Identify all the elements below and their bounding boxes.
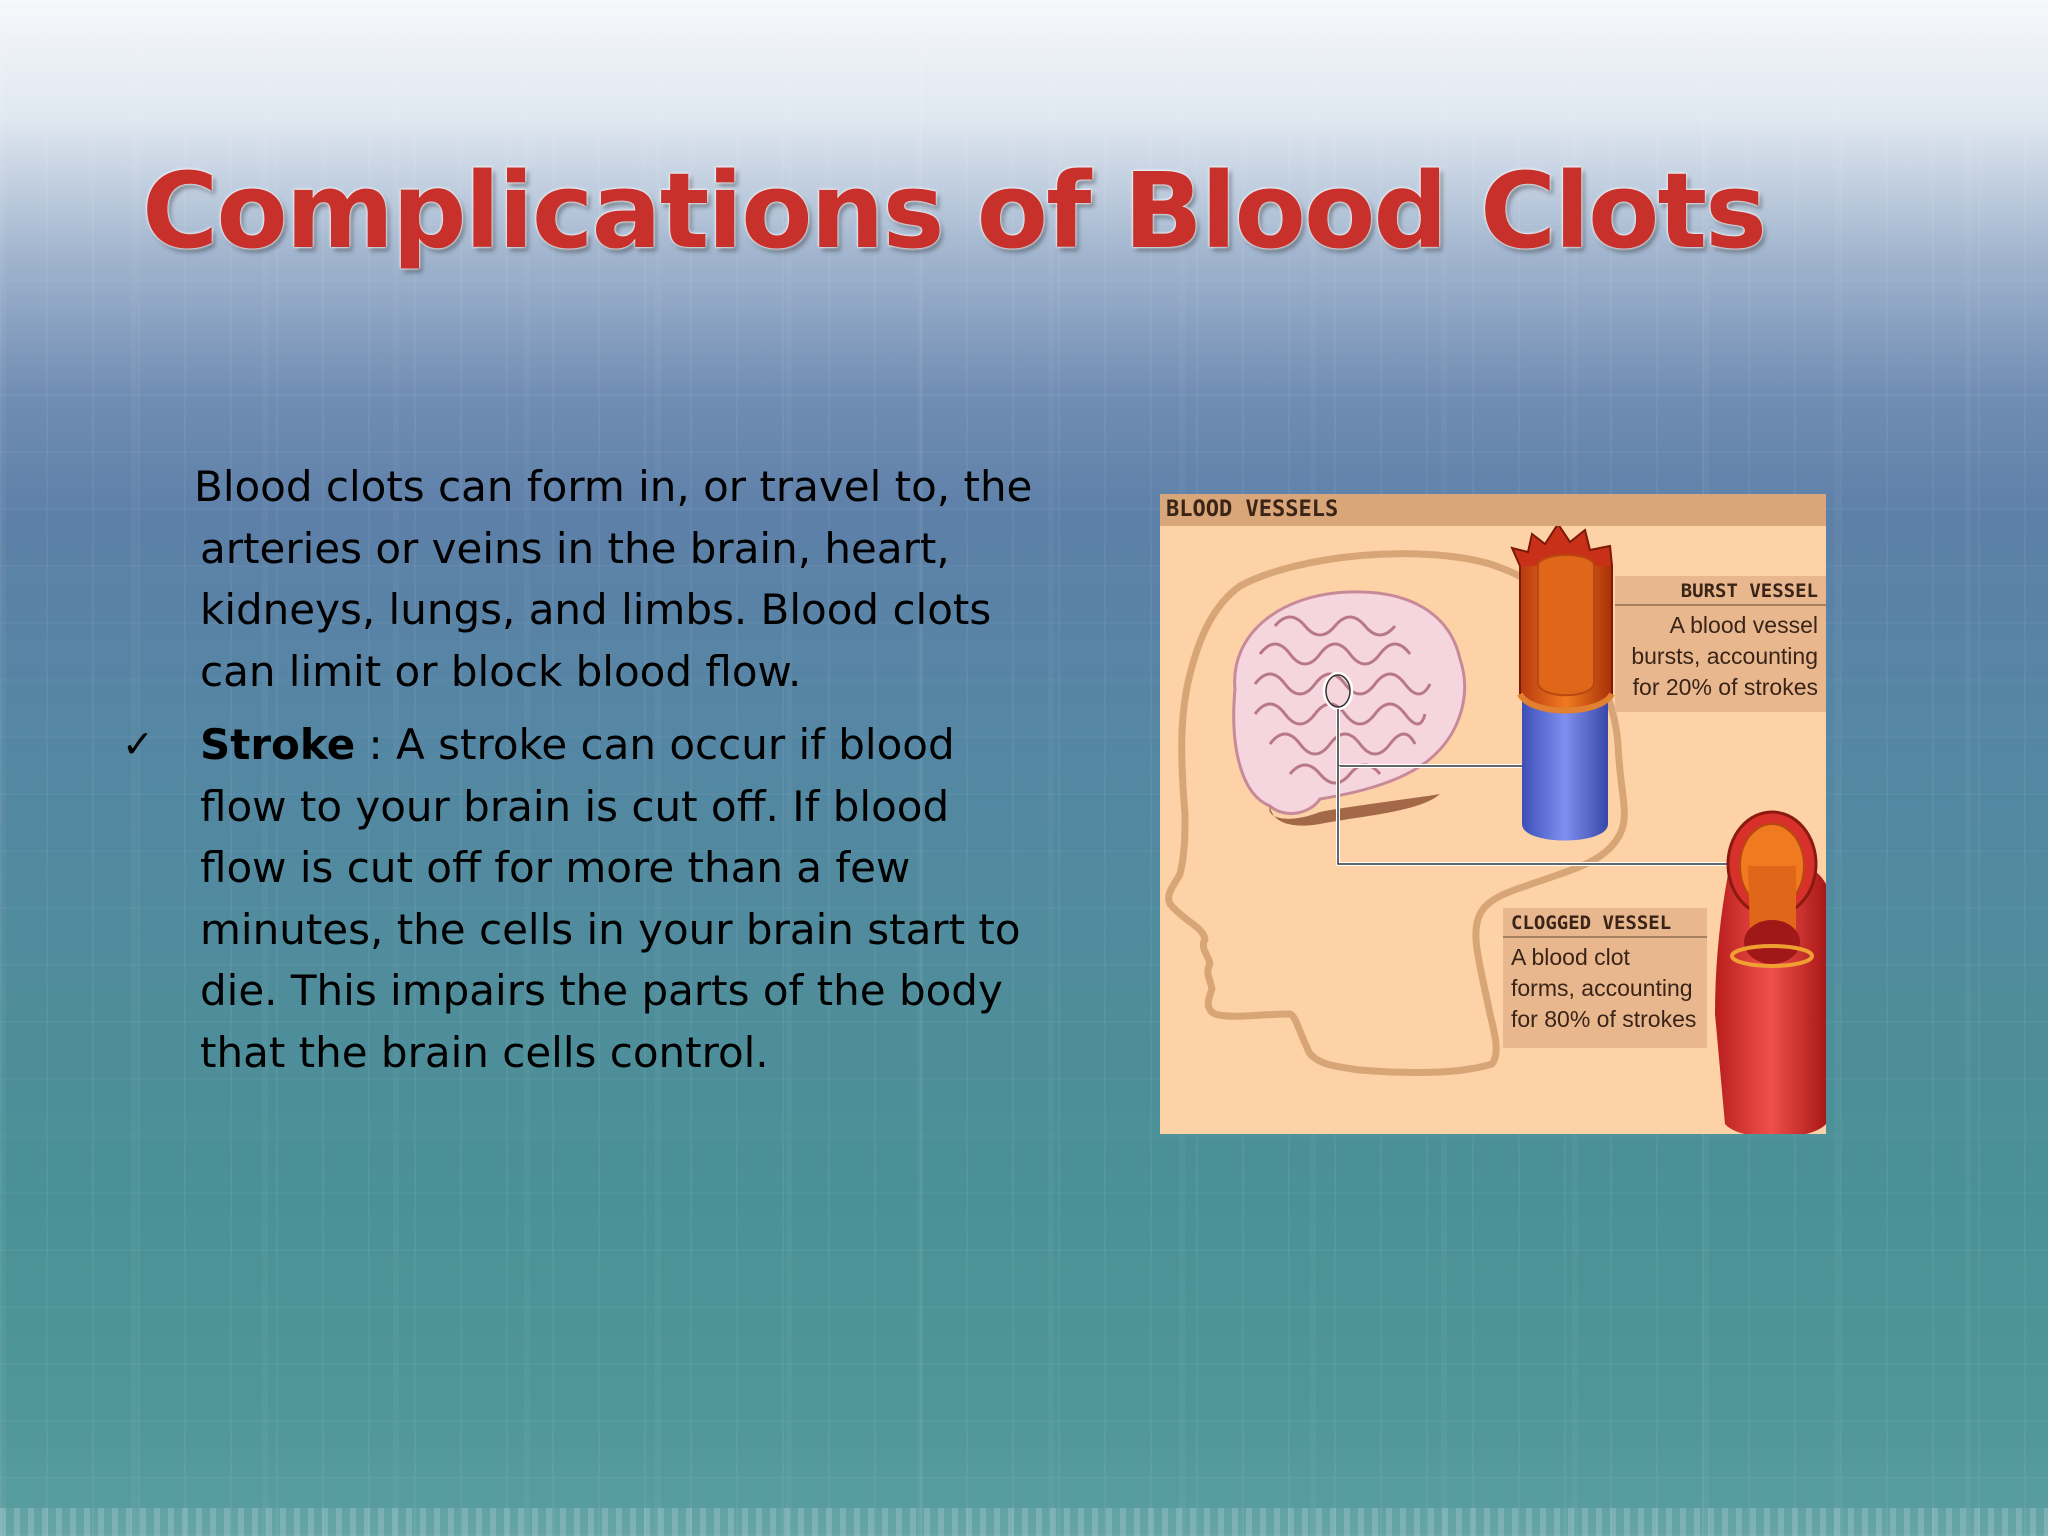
clogged-vessel-caption: CLOGGED VESSEL A blood clot forms, accou… [1503, 908, 1707, 1048]
bullet-term: Stroke [200, 720, 356, 769]
bullet-text: : A stroke can occur if blood flow to yo… [200, 720, 1021, 1077]
bullet-item-stroke: ✓ Stroke : A stroke can occur if blood fl… [122, 714, 1040, 1083]
burst-vessel-text: A blood vessel bursts, accounting for 20… [1631, 612, 1818, 700]
figure-header-label: BLOOD VESSELS [1166, 497, 1339, 522]
checkmark-icon: ✓ [122, 722, 154, 766]
burst-vessel-icon [1510, 522, 1615, 841]
figure-header: BLOOD VESSELS [1160, 494, 1826, 526]
burst-vessel-caption: BURST VESSEL A blood vessel bursts, acco… [1615, 576, 1826, 712]
clogged-vessel-title: CLOGGED VESSEL [1503, 908, 1707, 938]
intro-paragraph: Blood clots can form in, or travel to, t… [194, 462, 1033, 696]
burst-vessel-title: BURST VESSEL [1615, 576, 1826, 606]
background-bottom-band [0, 1508, 2048, 1536]
blood-vessels-figure: BLOOD VESSELS BURST VESSEL A blood vesse… [1160, 494, 1826, 1134]
slide-title: Complications of Blood Clots [142, 150, 1767, 272]
figure-illustration [1165, 522, 1826, 1134]
clogged-vessel-icon [1715, 810, 1826, 1134]
slide-body: Blood clots can form in, or travel to, t… [120, 456, 1040, 1083]
brain-icon [1232, 590, 1467, 826]
clogged-vessel-text: A blood clot forms, accounting for 80% o… [1511, 944, 1697, 1032]
